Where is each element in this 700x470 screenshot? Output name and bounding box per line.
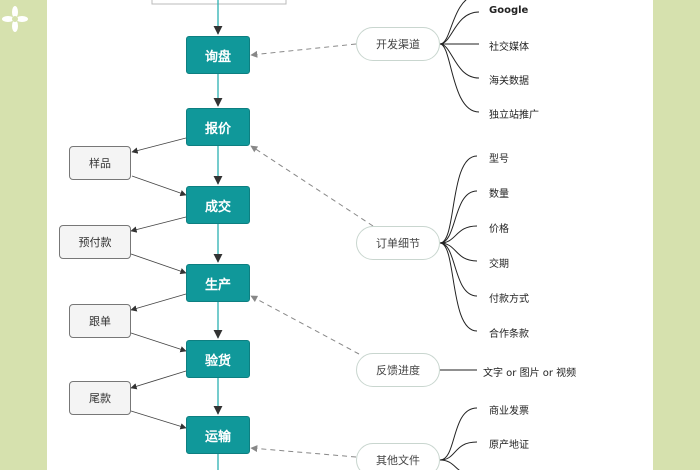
step-shipping: 运输	[186, 416, 250, 454]
leaf-quantity: 数量	[489, 189, 509, 200]
branch-channels	[439, 0, 480, 113]
step-inquiry: 询盘	[186, 36, 250, 74]
leaf-delivery-date: 交期	[489, 259, 509, 270]
category-order: 订单细节	[356, 226, 440, 260]
leaf-price: 价格	[489, 224, 509, 235]
left-frame	[0, 0, 47, 470]
side-final-payment: 尾款	[69, 381, 131, 415]
leaf-certificate-origin: 原产地证	[489, 440, 529, 451]
category-channels: 开发渠道	[356, 27, 440, 61]
side-follow-up: 跟单	[69, 304, 131, 338]
leaf-independent-site: 独立站推广	[489, 110, 539, 121]
top-box-fragment	[151, 0, 287, 5]
side-links	[130, 137, 187, 430]
leaf-model: 型号	[489, 154, 509, 165]
category-feedback: 反馈进度	[356, 353, 440, 387]
branch-order	[439, 155, 478, 332]
side-advance-payment: 预付款	[59, 225, 131, 259]
connector-lines	[130, 0, 480, 470]
category-documents: 其他文件	[356, 443, 440, 470]
step-production: 生产	[186, 264, 250, 302]
leaf-google: Google	[489, 5, 529, 16]
leaf-commercial-invoice: 商业发票	[489, 406, 529, 417]
flower-icon	[2, 6, 28, 32]
side-sample: 样品	[69, 146, 131, 180]
leaf-customs-data: 海关数据	[489, 76, 529, 87]
step-quotation: 报价	[186, 108, 250, 146]
leaf-social-media: 社交媒体	[489, 42, 529, 53]
dashed-links	[250, 43, 374, 458]
step-deal: 成交	[186, 186, 250, 224]
flowchart-canvas: 询盘 报价 成交 生产 验货 运输 样品 预付款 跟单 尾款 开发渠道 订单细节…	[47, 0, 653, 470]
leaf-terms: 合作条款	[489, 329, 529, 340]
leaf-payment-method: 付款方式	[489, 294, 529, 305]
right-frame	[653, 0, 700, 470]
leaf-text-image-video: 文字 or 图片 or 视频	[483, 368, 577, 379]
step-inspection: 验货	[186, 340, 250, 378]
branch-docs	[439, 407, 478, 470]
